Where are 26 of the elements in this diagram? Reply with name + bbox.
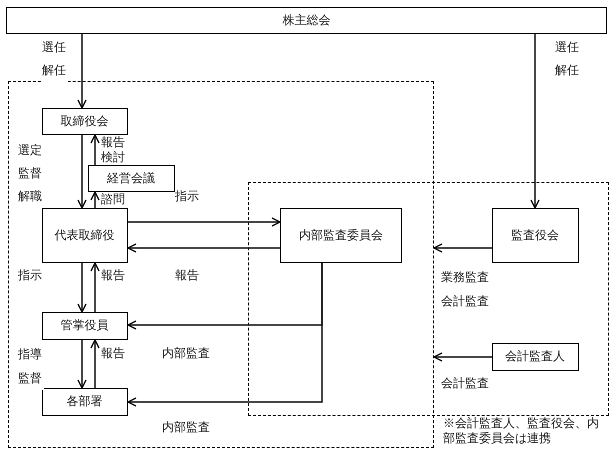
arrow xyxy=(90,339,100,388)
org-box: 会計監査人 xyxy=(492,342,578,370)
org-box: 各部署 xyxy=(42,388,128,416)
edge-label: 諮問 xyxy=(101,192,127,207)
org-box: 内部監査委員会 xyxy=(280,208,402,263)
org-box: 経営会議 xyxy=(88,164,174,192)
arrow xyxy=(127,263,323,407)
org-box: 管掌役員 xyxy=(42,312,128,340)
note-text: ※会計監査人、監査役会、内部監査委員会は連携 xyxy=(443,416,601,446)
arrow xyxy=(90,191,100,208)
arrow xyxy=(127,243,280,253)
arrow xyxy=(90,262,100,312)
arrow xyxy=(77,135,87,209)
arrow xyxy=(128,217,281,227)
org-box: 株主総会 xyxy=(6,7,607,34)
org-box: 監査役会 xyxy=(492,208,578,262)
org-box: 取締役会 xyxy=(42,108,128,134)
edge-label: 報告検討 xyxy=(101,135,127,165)
arrow xyxy=(77,263,87,313)
org-box: 代表取締役 xyxy=(42,208,128,262)
arrow xyxy=(433,352,492,362)
arrow xyxy=(77,340,87,389)
arrow xyxy=(530,34,540,209)
arrow xyxy=(90,134,100,165)
arrow xyxy=(433,243,492,253)
arrow xyxy=(77,34,87,109)
